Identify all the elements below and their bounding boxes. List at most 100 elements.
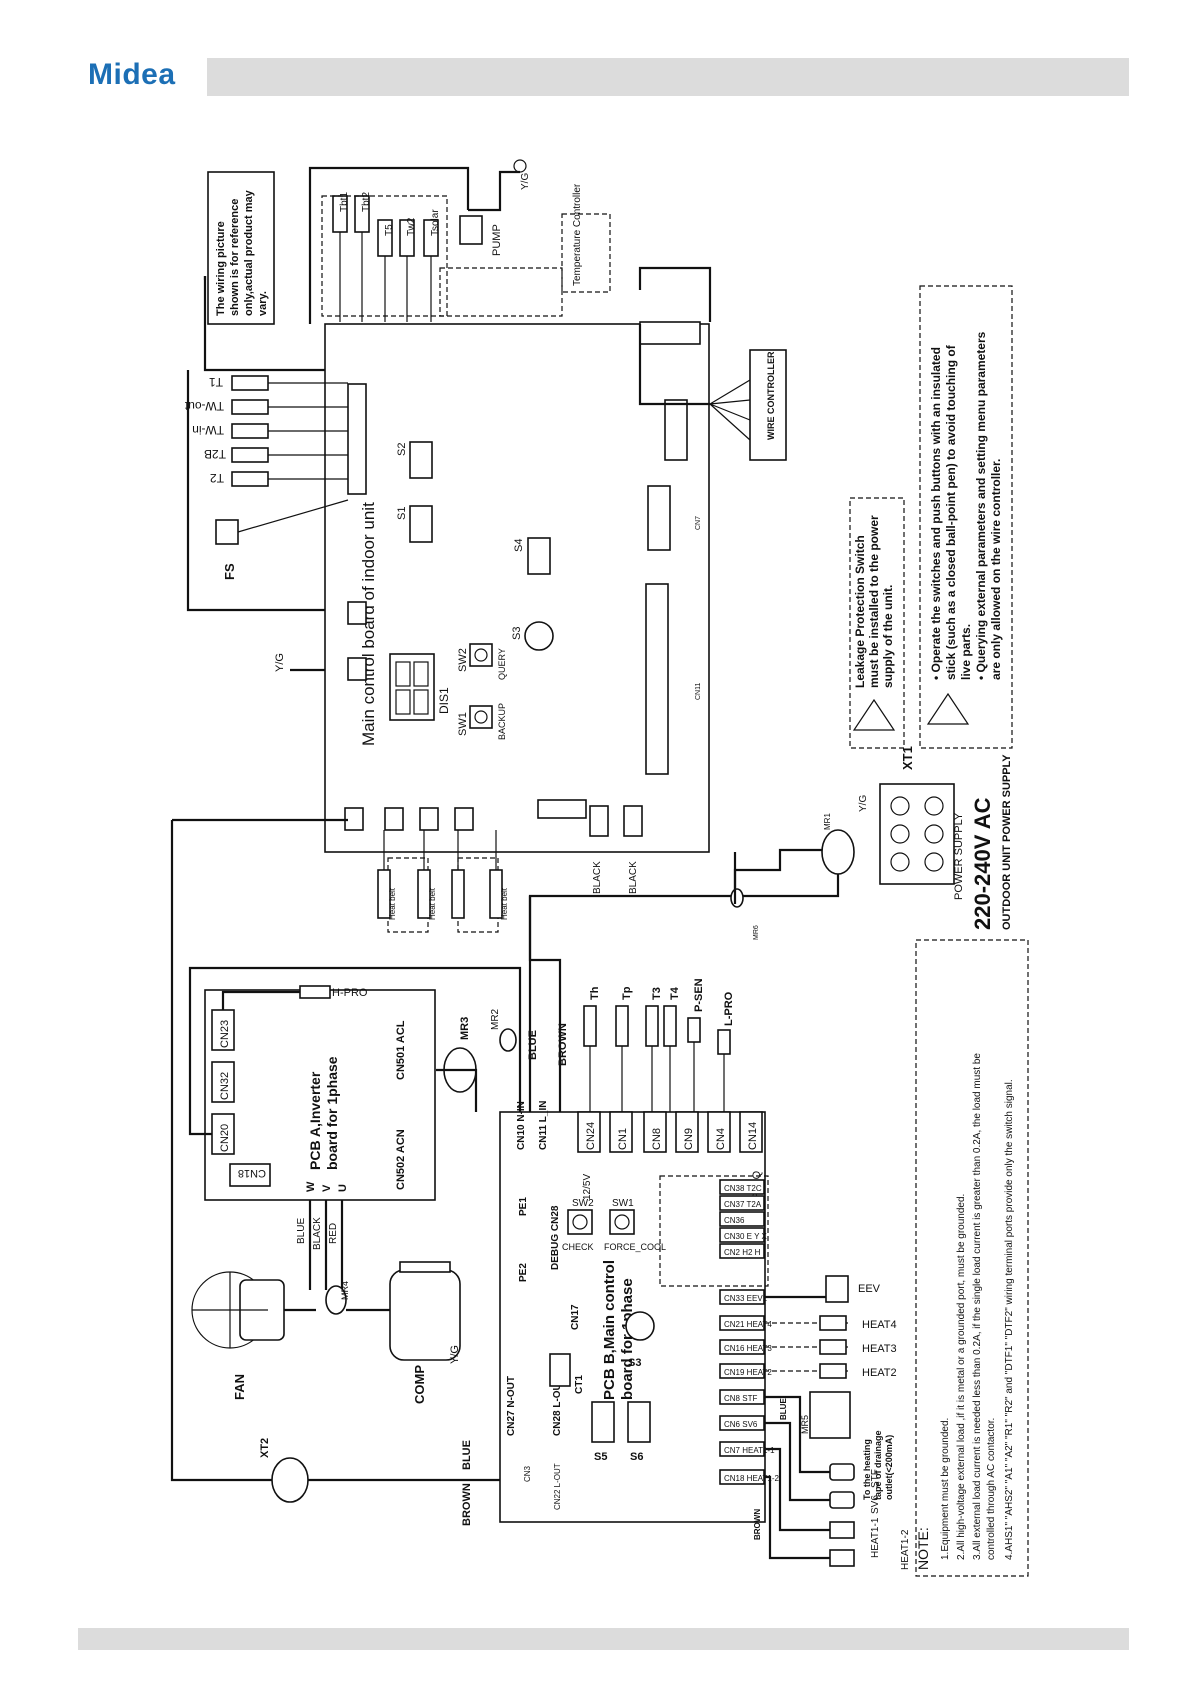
pcb-a-wire-red: RED [328, 1223, 339, 1244]
sensor-t1 [231, 375, 348, 391]
terminal-strip-cn5 [664, 399, 688, 461]
phase-u: U [337, 1184, 349, 1192]
mr6-label: XT2 [259, 1438, 271, 1458]
pcb-b-cn4: CN4 [715, 1128, 727, 1150]
pcb-a-cn32: CN32 [219, 1072, 231, 1100]
cn7-label: CN7 [695, 516, 702, 530]
dip-s2[interactable] [409, 441, 433, 479]
sensor-t2 [231, 471, 348, 487]
pcb-b-cn9: CN9 [683, 1128, 695, 1150]
dip-s4[interactable] [527, 537, 551, 575]
comp-ground-label: Y/G [449, 1345, 461, 1364]
warning-icon-2 [926, 692, 970, 725]
dip-s1[interactable] [409, 505, 433, 543]
pcb-b-dip-s6[interactable] [627, 1401, 651, 1443]
right-wire-blue: BLUE [779, 1398, 788, 1420]
sensor-tsolar [423, 219, 439, 322]
temperature-controller-label: Temperature Controller [572, 183, 583, 286]
pump-label: PUMP [491, 224, 503, 256]
comp-label: COMP [412, 1365, 427, 1404]
footer-bar [78, 1628, 1129, 1650]
sensor-tp [615, 1005, 629, 1112]
ring-mr2 [499, 1028, 517, 1052]
ring-mr1 [821, 829, 855, 875]
sw2-button[interactable] [469, 643, 493, 667]
tsolar-label: Tsolar [430, 209, 441, 236]
mr2-label: MR2 [490, 1008, 501, 1030]
note-4: 4.AHS1" "AHS2" "A1" "A2" "R1" "R2" and "… [1004, 1079, 1015, 1560]
display-dis1 [389, 653, 435, 721]
mr5-label: MR6 [753, 925, 760, 940]
pcb-b-force-label: FORCE_COOL [604, 1242, 666, 1252]
pcb-b-rotary-s3[interactable] [625, 1311, 655, 1341]
sensor-l-pro [717, 1029, 731, 1112]
note-3: 3.All external load current is needed le… [972, 1050, 997, 1560]
p-sen-label: P-SEN [693, 978, 705, 1012]
cn19-heat2: CN19 HEAT2 [724, 1368, 772, 1377]
heat-belt-label-1: Heat belt [388, 887, 397, 920]
sw1-button[interactable] [469, 705, 493, 729]
sensor-p-sen [687, 1017, 701, 1112]
sensor-t4 [663, 1005, 677, 1112]
left-wire-blue: BLUE [461, 1440, 473, 1470]
s4-label: S4 [513, 539, 525, 552]
sensor-t3 [645, 1005, 659, 1112]
pcb-a-wire-black: BLACK [312, 1217, 323, 1250]
pcb-b-dip-s5[interactable] [591, 1401, 615, 1443]
pcb-b-sw2-label: SW2 [572, 1198, 594, 1209]
terminal-xt2 [809, 1391, 851, 1439]
cn18-heat1-2: CN18 HEAT1-2 [724, 1474, 780, 1483]
heat1-2-label: HEAT1-2 [900, 1529, 911, 1570]
xt1-label: XT1 [900, 746, 915, 770]
output-heat3 [819, 1339, 847, 1355]
cn36: CN36 [724, 1216, 745, 1225]
pcb-b-pe1: PE1 [518, 1197, 529, 1216]
pcb-b-cn24: CN24 [585, 1122, 597, 1150]
heating-tape-note: To the heatingtape of drainageoutlet(<20… [862, 1430, 894, 1500]
mr3-label: MR3 [459, 1017, 471, 1040]
output-stf [829, 1463, 855, 1481]
pcb-b-cn17: CN17 [570, 1304, 581, 1330]
sensor-tbt2 [354, 195, 370, 322]
leakage-note: Leakage Protection Switchmust be install… [853, 515, 895, 688]
reference-note-box [207, 171, 275, 325]
sensor-t5 [377, 219, 393, 322]
xt2-label: MR5 [800, 1415, 810, 1434]
heat-belt-label-2: Heat belt [428, 887, 437, 920]
pcb-b-sw1-button[interactable] [609, 1209, 635, 1235]
wire-controller [749, 349, 787, 461]
power-supply-label: POWER SUPPLY [953, 812, 965, 900]
mr4-label: MR4 [340, 1281, 350, 1300]
black-wire-2: BLACK [628, 861, 639, 894]
ring-mr6 [271, 1457, 309, 1503]
th-label: Th [589, 986, 601, 1000]
pcb-b-cn3: CN3 [523, 1465, 532, 1482]
output-heat4 [819, 1315, 847, 1331]
pcb-a-title: PCB A,Inverterboard for 1phase [307, 1056, 340, 1170]
heat3-label: HEAT3 [862, 1343, 897, 1355]
cn16-heat3: CN16 HEAT3 [724, 1344, 772, 1353]
pcb-b-cn14: CN14 [747, 1122, 759, 1150]
pcb-b-wire-blue: BLUE [527, 1030, 539, 1060]
note-2: 2.All high-voltage external load ,if it … [956, 1194, 967, 1560]
pcb-b-sw1-label: SW1 [612, 1198, 634, 1209]
query-label: QUERY [497, 648, 507, 680]
cn38-t2c: CN38 T2C [724, 1184, 762, 1193]
notes-box [915, 939, 1029, 1577]
sv6-label: SV6 [870, 1495, 881, 1514]
pcb-b-sw2-button[interactable] [567, 1209, 593, 1235]
t2b-label: T2B [204, 447, 226, 461]
pump-ground-label: Y/G [520, 173, 531, 190]
terminal-strip-cn11 [645, 583, 669, 775]
heat-belt-2 [417, 830, 431, 919]
pcb-b-check-label: CHECK [562, 1242, 594, 1252]
cn11-label: CN11 [695, 683, 702, 700]
pcb-b-cn1: CN1 [617, 1128, 629, 1150]
header-bar [207, 58, 1129, 96]
mr1-label: MR1 [823, 813, 832, 830]
rotary-s3[interactable] [524, 621, 554, 651]
indoor-board [324, 323, 710, 853]
pcb-b-cn11: CN11 L_IN [538, 1101, 549, 1150]
